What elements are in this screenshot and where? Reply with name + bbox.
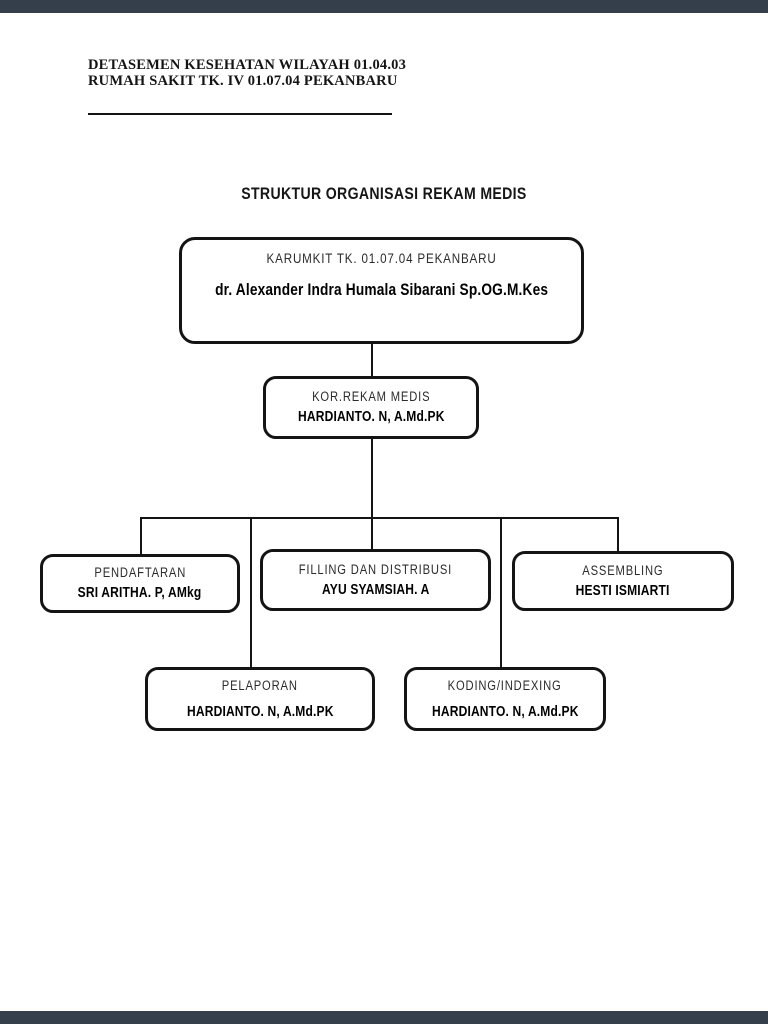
org-node-koding-indexing: KODING/INDEXING HARDIANTO. N, A.Md.PK	[404, 667, 606, 731]
org-node-assembling-person: HESTI ISMIARTI	[576, 582, 670, 599]
org-node-pelaporan-title: PELAPORAN	[222, 677, 298, 693]
org-node-assembling-title: ASSEMBLING	[582, 562, 664, 578]
connector-drop-pelaporan	[250, 519, 252, 667]
header-underline	[88, 113, 392, 115]
header-line-2: RUMAH SAKIT TK. IV 01.07.04 PEKANBARU	[88, 73, 398, 89]
org-chart-title-text: STRUKTUR ORGANISASI REKAM MEDIS	[241, 184, 527, 203]
org-node-karumkit-title: KARUMKIT TK. 01.07.04 PEKANBARU	[266, 250, 497, 266]
org-node-pelaporan-person: HARDIANTO. N, A.Md.PK	[186, 703, 334, 720]
org-node-pendaftaran-title: PENDAFTARAN	[94, 565, 186, 580]
header-line-1: DETASEMEN KESEHATAN WILAYAH 01.04.03	[88, 57, 407, 73]
org-node-pendaftaran: PENDAFTARAN SRI ARITHA. P, AMkg	[40, 554, 240, 613]
letterbox-top-bar	[0, 0, 768, 13]
org-node-karumkit: KARUMKIT TK. 01.07.04 PEKANBARU dr. Alex…	[179, 237, 584, 344]
org-node-assembling: ASSEMBLING HESTI ISMIARTI	[512, 551, 734, 611]
document-header: DETASEMEN KESEHATAN WILAYAH 01.04.03 RUM…	[88, 57, 406, 89]
org-node-filling-title: FILLING DAN DISTRIBUSI	[298, 561, 453, 577]
connector-drop-koding	[500, 519, 502, 667]
connector-koordinator-bus	[371, 439, 373, 517]
org-node-pendaftaran-person: SRI ARITHA. P, AMkg	[78, 585, 202, 601]
connector-horizontal-bus	[140, 517, 619, 519]
connector-drop-assembling	[617, 519, 619, 551]
org-chart-title: STRUKTUR ORGANISASI REKAM MEDIS	[0, 184, 768, 204]
org-node-karumkit-person: dr. Alexander Indra Humala Sibarani Sp.O…	[214, 281, 549, 299]
connector-karumkit-koordinator	[371, 344, 373, 376]
org-node-koding-person: HARDIANTO. N, A.Md.PK	[431, 703, 579, 720]
letterbox-bottom-bar	[0, 1011, 768, 1024]
org-node-koding-title: KODING/INDEXING	[448, 677, 562, 693]
org-node-koordinator-person: HARDIANTO. N, A.Md.PK	[297, 409, 445, 425]
org-node-filling-dan-distribusi: FILLING DAN DISTRIBUSI AYU SYAMSIAH. A	[260, 549, 491, 611]
org-node-pelaporan: PELAPORAN HARDIANTO. N, A.Md.PK	[145, 667, 375, 731]
org-node-koordinator-title: KOR.REKAM MEDIS	[311, 389, 431, 404]
org-node-filling-person: AYU SYAMSIAH. A	[321, 581, 430, 598]
org-node-koordinator-rekam-medis: KOR.REKAM MEDIS HARDIANTO. N, A.Md.PK	[263, 376, 479, 439]
connector-drop-pendaftaran	[140, 519, 142, 554]
connector-drop-filling	[371, 519, 373, 549]
